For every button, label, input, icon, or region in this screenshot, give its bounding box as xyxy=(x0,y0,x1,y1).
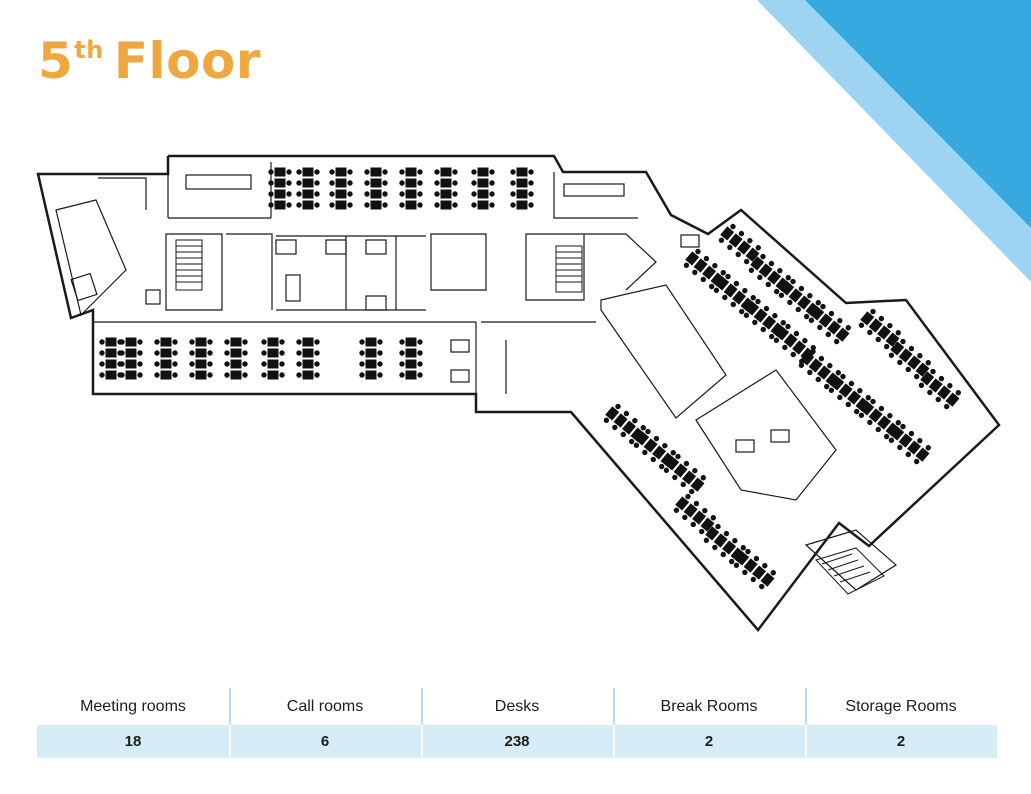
desk-cluster xyxy=(268,167,292,210)
interior-walls xyxy=(55,162,898,591)
desk-cluster xyxy=(399,337,423,380)
floor-plan xyxy=(36,154,1001,632)
desk-cluster xyxy=(633,428,676,470)
desk-cluster xyxy=(718,223,761,265)
value-storage-rooms: 2 xyxy=(805,725,997,758)
meeting-tables xyxy=(70,174,790,453)
desk-cluster xyxy=(703,523,746,565)
desk-cluster xyxy=(329,167,353,210)
stairwells xyxy=(175,239,885,595)
header-call-rooms: Call rooms xyxy=(229,688,421,725)
desk-cluster xyxy=(434,167,458,210)
header-break-rooms: Break Rooms xyxy=(613,688,805,725)
desk-cluster xyxy=(99,337,123,380)
desk-cluster xyxy=(296,167,320,210)
value-call-rooms: 6 xyxy=(229,725,421,758)
desk-cluster xyxy=(808,303,851,345)
desk-cluster xyxy=(603,403,646,445)
desk-cluster xyxy=(713,273,756,315)
desk-cluster xyxy=(673,493,716,535)
desk-cluster xyxy=(399,167,423,210)
header-desks: Desks xyxy=(421,688,613,725)
desk-cluster xyxy=(888,423,931,465)
desk-cluster xyxy=(154,337,178,380)
workstation-desks xyxy=(99,167,961,590)
header-meeting-rooms: Meeting rooms xyxy=(80,697,186,715)
desk-cluster xyxy=(510,167,534,210)
desk-cluster xyxy=(261,337,285,380)
desk-cluster xyxy=(918,368,961,410)
title-word: Floor xyxy=(113,32,262,90)
desk-cluster xyxy=(888,338,931,380)
desk-cluster xyxy=(224,337,248,380)
stats-header-row: Meeting rooms Call rooms Desks Break Roo… xyxy=(37,688,997,725)
desk-cluster xyxy=(733,548,776,590)
desk-cluster xyxy=(119,337,143,380)
desk-cluster xyxy=(189,337,213,380)
stats-value-row: 18 6 238 2 2 xyxy=(37,725,997,758)
page-title: 5th Floor xyxy=(38,26,261,105)
title-ordinal-suffix: th xyxy=(74,36,104,64)
desk-cluster xyxy=(748,253,791,295)
floor-stats-table: Meeting rooms Call rooms Desks Break Roo… xyxy=(37,688,997,758)
desk-cluster xyxy=(743,298,786,340)
desk-cluster xyxy=(471,167,495,210)
header-storage-rooms: Storage Rooms xyxy=(805,688,997,725)
desk-cluster xyxy=(778,278,821,320)
title-number: 5 xyxy=(38,32,74,90)
desk-cluster xyxy=(663,453,706,495)
desk-cluster xyxy=(858,308,901,350)
value-desks: 238 xyxy=(421,725,613,758)
desk-cluster xyxy=(364,167,388,210)
desk-cluster xyxy=(798,348,841,390)
value-meeting-rooms: 18 xyxy=(124,733,142,750)
desk-cluster xyxy=(359,337,383,380)
value-break-rooms: 2 xyxy=(613,725,805,758)
desk-cluster xyxy=(858,398,901,440)
desk-cluster xyxy=(296,337,320,380)
desk-cluster xyxy=(683,248,726,290)
